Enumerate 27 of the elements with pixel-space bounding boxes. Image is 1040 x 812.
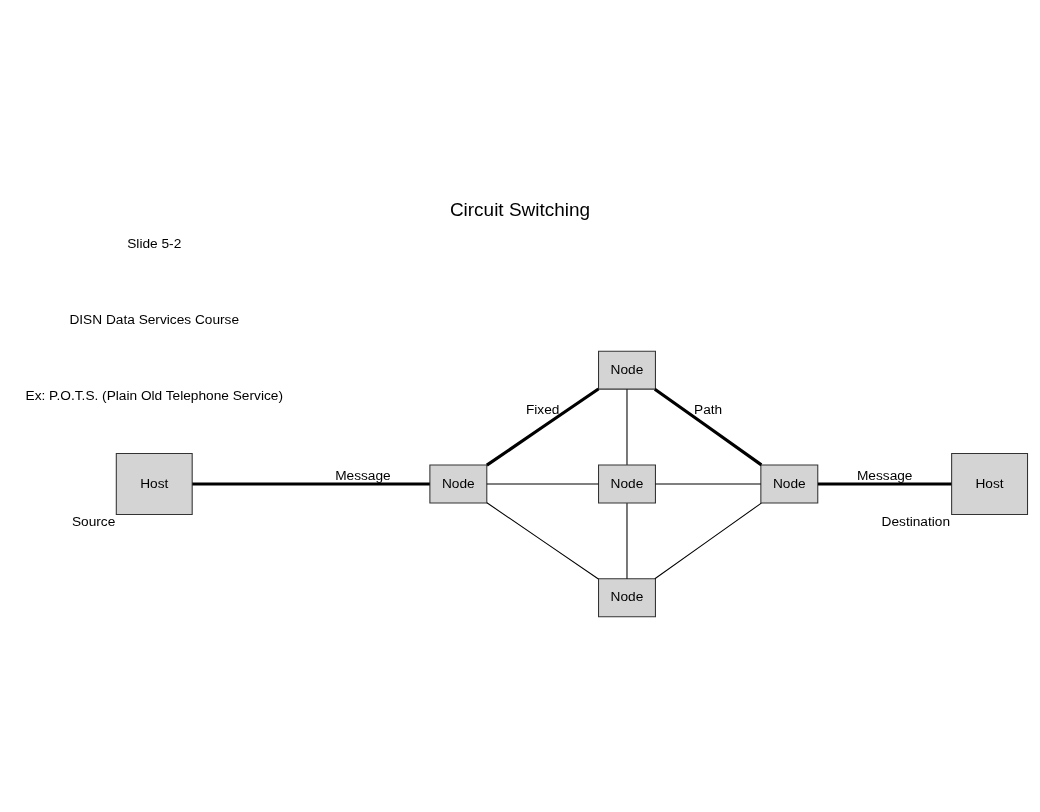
connector — [486, 387, 600, 466]
edge-label: Path — [694, 401, 723, 417]
connector — [626, 388, 628, 465]
connector — [654, 502, 762, 579]
connector — [486, 482, 599, 484]
diagram-title: Circuit Switching — [449, 198, 591, 220]
node-label: Source — [71, 513, 116, 528]
connector — [192, 481, 430, 486]
node-box: Node — [429, 463, 488, 503]
node-box: Node — [598, 463, 656, 503]
node-box: Host — [115, 452, 193, 515]
label: DISN Data Services Course — [69, 311, 240, 327]
connector — [653, 387, 763, 466]
connector — [817, 481, 952, 486]
connector — [655, 482, 762, 484]
edge-label: Message — [856, 467, 913, 483]
node-box: Node — [598, 350, 656, 390]
edge-label: Message — [335, 467, 391, 483]
label: Slide 5-2 — [127, 235, 182, 251]
node-label: Destination — [881, 513, 951, 528]
node-box: Node — [760, 463, 819, 503]
connector — [626, 502, 628, 579]
connector — [486, 501, 599, 579]
edge-label: Fixed — [525, 401, 560, 417]
node-box: Node — [598, 577, 656, 617]
label: Ex: P.O.T.S. (Plain Old Telephone Service) — [25, 387, 283, 403]
node-box: Host — [951, 452, 1029, 515]
